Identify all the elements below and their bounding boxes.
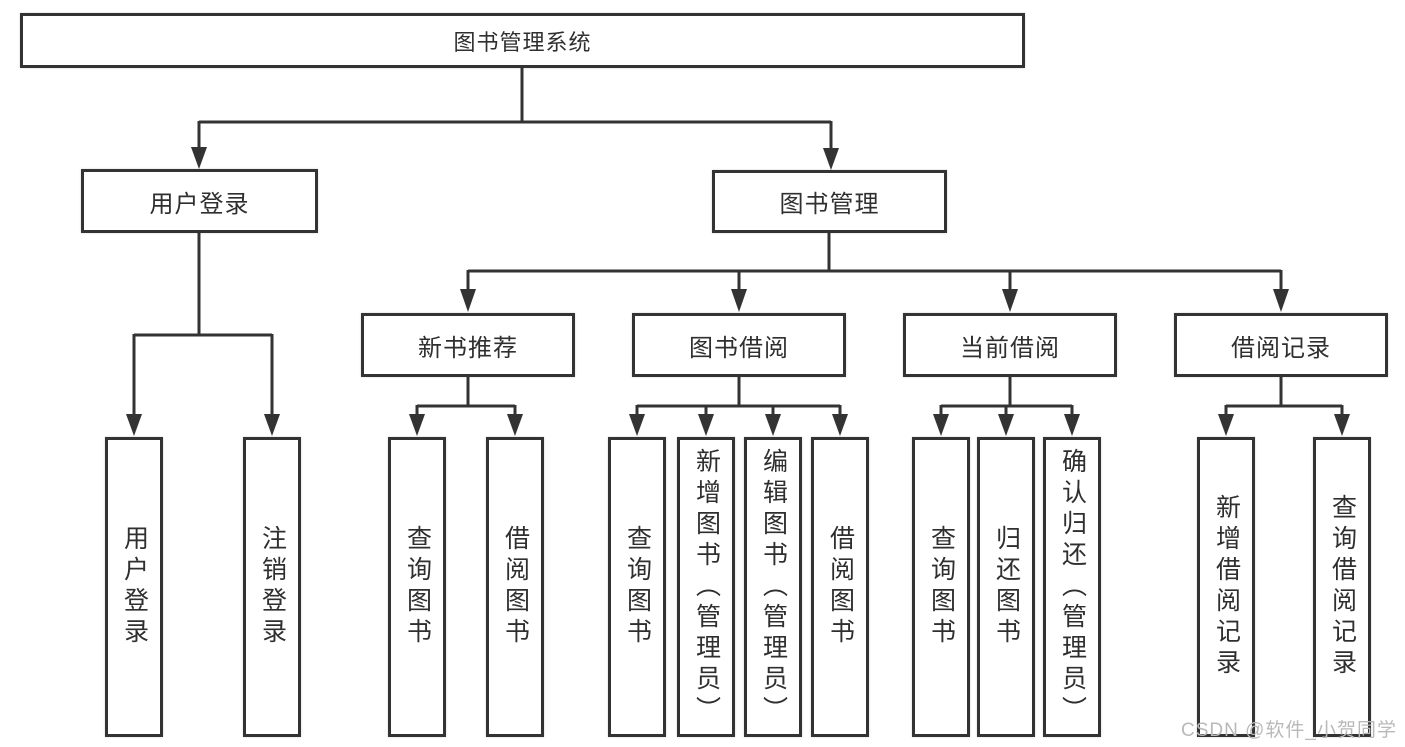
- arrowhead-down-icon: [1273, 289, 1289, 312]
- connector-path: [415, 377, 517, 415]
- node-book-management: 图书管理: [712, 170, 947, 233]
- arrowhead-down-icon: [832, 414, 848, 436]
- arrowhead-down-icon: [1064, 414, 1080, 436]
- node-label: 编辑图书（管理员）: [759, 447, 788, 727]
- node-label: 用户登录: [149, 190, 250, 218]
- node-edit-books-admin: 编辑图书（管理员）: [744, 437, 802, 737]
- arrowhead-down-icon: [731, 289, 747, 312]
- node-borrow-books: 借阅图书: [811, 437, 869, 737]
- node-query-borrowing-record: 查询借阅记录: [1313, 437, 1371, 737]
- node-label: 图书管理系统: [453, 29, 592, 55]
- node-new-book-recommendation: 新书推荐: [361, 313, 575, 377]
- node-label: 借阅记录: [1231, 334, 1331, 362]
- connector-path: [466, 233, 1283, 290]
- node-confirm-return-admin: 确认归还（管理员）: [1043, 437, 1101, 737]
- arrowhead-down-icon: [264, 414, 280, 436]
- arrowhead-down-icon: [409, 414, 425, 436]
- watermark-text: CSDN @软件_小贺同学: [1181, 720, 1397, 741]
- connector-path: [939, 377, 1074, 415]
- connector-user-login-children: [126, 233, 280, 436]
- node-label: 借阅图书: [826, 525, 855, 649]
- connector-path: [1224, 377, 1344, 415]
- node-label: 注销登录: [258, 525, 287, 649]
- node-label: 新增借阅记录: [1212, 494, 1241, 680]
- node-label: 查询图书: [403, 525, 432, 649]
- connector-book-management-children: [460, 233, 1289, 312]
- node-add-borrowing-record: 新增借阅记录: [1197, 437, 1255, 737]
- node-user-login: 用户登录: [81, 169, 318, 233]
- node-borrow-books-recommendation: 借阅图书: [486, 437, 544, 737]
- node-label: 当前借阅: [960, 334, 1060, 362]
- arrowhead-down-icon: [933, 414, 949, 436]
- arrowhead-down-icon: [1218, 414, 1234, 436]
- node-book-borrowing: 图书借阅: [632, 313, 846, 377]
- connector-path: [197, 68, 833, 150]
- arrowhead-down-icon: [698, 414, 714, 436]
- node-label: 新增图书（管理员）: [692, 447, 721, 727]
- arrowhead-down-icon: [1002, 289, 1018, 312]
- node-library-management-system: 图书管理系统: [20, 13, 1025, 68]
- node-user-login-action: 用户登录: [105, 437, 163, 737]
- node-label: 用户登录: [120, 525, 149, 649]
- connector-current-borrowing-children: [933, 377, 1080, 436]
- arrowhead-down-icon: [823, 148, 839, 170]
- node-query-books-borrowing: 查询图书: [608, 437, 666, 737]
- node-logout: 注销登录: [243, 437, 301, 737]
- connector-new-book-recommendation-children: [409, 377, 523, 436]
- arrowhead-down-icon: [765, 414, 781, 436]
- node-add-books-admin: 新增图书（管理员）: [677, 437, 735, 737]
- node-label: 确认归还（管理员）: [1058, 447, 1087, 727]
- connector-root-to-level2: [191, 68, 839, 170]
- node-label: 归还图书: [992, 525, 1021, 649]
- arrowhead-down-icon: [126, 414, 142, 436]
- node-query-books-current: 查询图书: [912, 437, 970, 737]
- arrowhead-down-icon: [629, 414, 645, 436]
- connector-borrowing-records-children: [1218, 377, 1350, 436]
- node-label: 借阅图书: [501, 525, 530, 649]
- node-label: 查询借阅记录: [1328, 494, 1357, 680]
- node-label: 查询图书: [623, 525, 652, 649]
- arrowhead-down-icon: [507, 414, 523, 436]
- arrowhead-down-icon: [460, 289, 476, 312]
- node-borrowing-records: 借阅记录: [1174, 313, 1388, 377]
- arrowhead-down-icon: [1334, 414, 1350, 436]
- connector-path: [635, 377, 842, 415]
- node-query-books-recommendation: 查询图书: [388, 437, 446, 737]
- arrowhead-down-icon: [998, 414, 1014, 436]
- arrowhead-down-icon: [191, 147, 207, 169]
- node-label: 图书借阅: [689, 334, 789, 362]
- node-label: 新书推荐: [418, 334, 518, 362]
- node-label: 图书管理: [779, 191, 880, 218]
- node-label: 查询图书: [927, 525, 956, 649]
- connector-book-borrowing-children: [629, 377, 848, 436]
- connector-path: [132, 233, 274, 415]
- node-return-books: 归还图书: [977, 437, 1035, 737]
- node-current-borrowing: 当前借阅: [903, 313, 1117, 377]
